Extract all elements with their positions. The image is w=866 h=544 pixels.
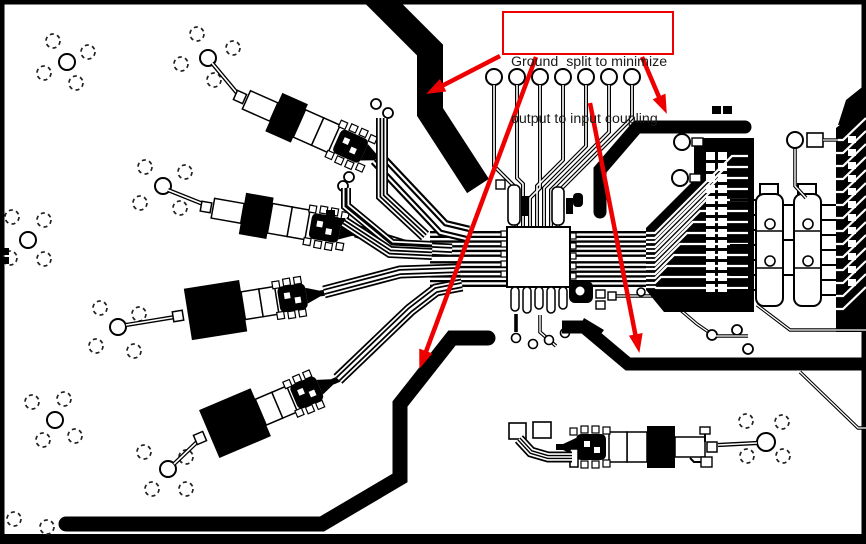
- ic-bottom-fanout: [510, 281, 604, 350]
- resistor-pad-column-mid: [706, 152, 727, 292]
- mid-vias: [1, 98, 394, 264]
- annotation-line-1: Ground split to minimize: [511, 54, 668, 70]
- annotation-arrows: [412, 53, 674, 372]
- ground-band-top-left: [362, 0, 489, 194]
- lower-right-traces: [716, 303, 866, 430]
- ic-top-stubs: [495, 179, 583, 226]
- annotation-callout: Ground split to minimize output to input…: [502, 11, 674, 127]
- arrow-bottom-right-split: [587, 102, 647, 355]
- output-pour-right-edge: [836, 84, 866, 332]
- input-via-row: [485, 68, 641, 227]
- arrow-bottom-left-split: [412, 56, 539, 372]
- rf-connector-3: [168, 265, 333, 344]
- strip-links: [730, 199, 836, 296]
- ground-split-bottom-left: [58, 330, 496, 532]
- rf-connector-4: [184, 353, 351, 465]
- via-clusters: [2, 26, 791, 535]
- central-ic: [500, 226, 577, 288]
- annotation-line-2: output to input coupling: [511, 111, 658, 127]
- arrow-top-right-split: [639, 56, 674, 117]
- connector-strips: [730, 183, 836, 307]
- rf-connector-1: [226, 75, 392, 181]
- ground-trace-top-right: [593, 120, 752, 219]
- ground-split-bottom-right: [562, 320, 866, 371]
- connector-leads: [125, 61, 758, 466]
- arrow-top-left-split: [423, 53, 502, 101]
- resistor-pad-column-right: [848, 136, 856, 286]
- output-pour-mid: [646, 138, 754, 312]
- upper-right-parts: [671, 106, 838, 200]
- bottom-connector-pads: [508, 421, 713, 468]
- via-cluster-center-pads: [19, 49, 776, 478]
